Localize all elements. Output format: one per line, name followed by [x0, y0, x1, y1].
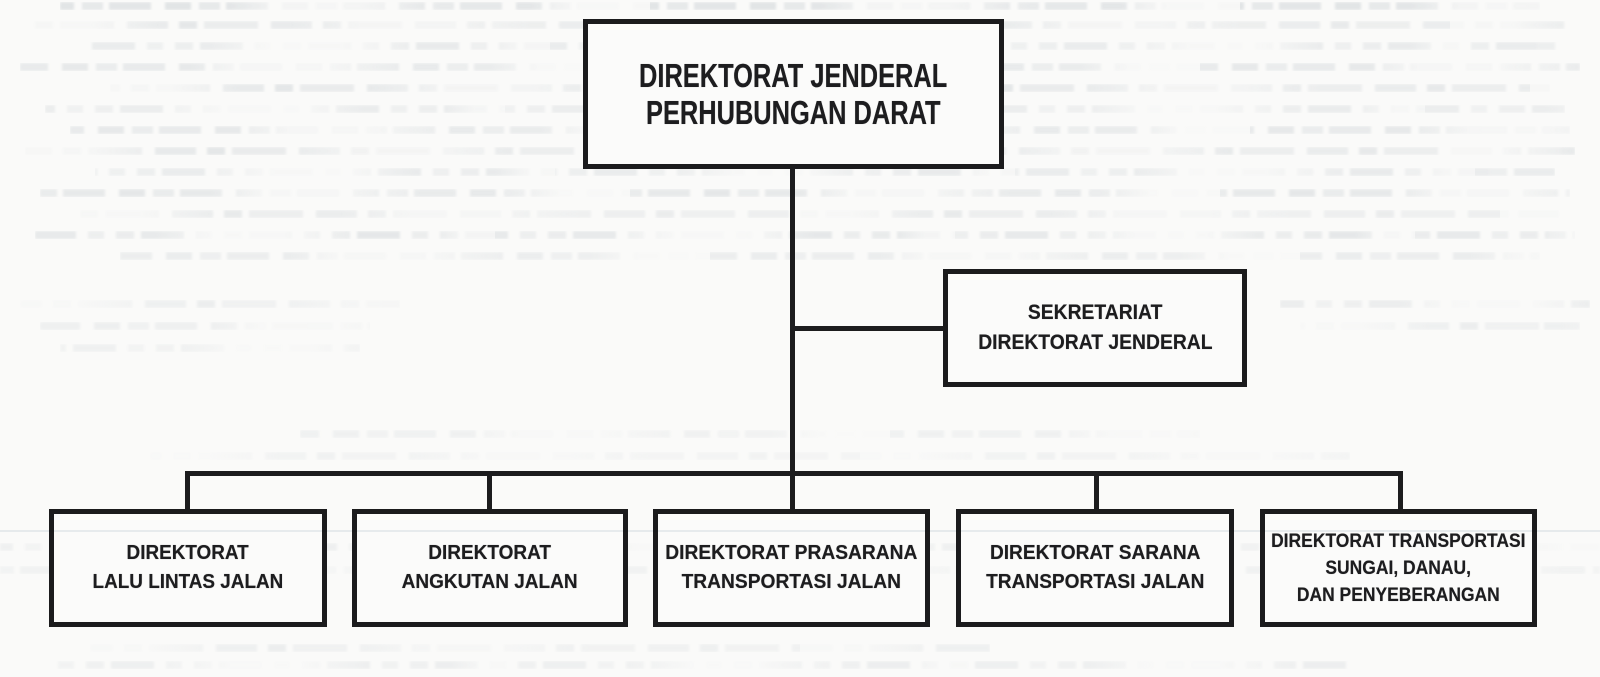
bleed-through-texture	[1300, 322, 1580, 330]
org-node-direktorat-prasarana-transportasi-jalan: DIREKTORAT PRASARANA TRANSPORTASI JALAN	[653, 509, 930, 627]
org-node-label-line: ANGKUTAN JALAN	[402, 571, 578, 593]
connector-drop-d4	[1094, 473, 1099, 510]
org-node-label-line: DAN PENYEBERANGAN	[1296, 584, 1500, 606]
bleed-through-texture	[95, 168, 1555, 176]
org-node-label-line: DIREKTORAT PRASARANA	[665, 542, 918, 564]
org-node-label-line: DIREKTORAT JENDERAL	[977, 331, 1213, 354]
org-node-label-line: LALU LINTAS JALAN	[92, 571, 284, 593]
bleed-through-texture	[150, 452, 1350, 460]
org-node-label-line: SUNGAI, DANAU,	[1325, 557, 1472, 579]
org-node-label-line: PERHUBUNGAN DARAT	[646, 94, 941, 131]
org-node-label-line: TRANSPORTASI JALAN	[681, 571, 902, 593]
org-node-label-line: DIREKTORAT SARANA	[989, 542, 1201, 564]
bleed-through-texture	[40, 189, 1570, 197]
org-node-direktorat-sarana-transportasi-jalan: DIREKTORAT SARANA TRANSPORTASI JALAN	[956, 509, 1234, 627]
org-node-label-line: TRANSPORTASI JALAN	[985, 571, 1205, 593]
bleed-through-texture	[90, 644, 990, 652]
bleed-through-texture	[20, 300, 400, 308]
bleed-through-texture	[1280, 300, 1590, 308]
bleed-through-texture	[40, 322, 370, 330]
org-node-direktorat-jenderal-perhubungan-darat: DIREKTORAT JENDERAL PERHUBUNGAN DARAT	[583, 19, 1004, 169]
bleed-through-texture	[60, 2, 1540, 10]
org-node-direktorat-transportasi-sungai-danau-penyeberangan: DIREKTORAT TRANSPORTASI SUNGAI, DANAU, D…	[1260, 509, 1537, 627]
org-node-label-line: DIREKTORAT TRANSPORTASI	[1271, 530, 1526, 552]
connector-drop-d2	[487, 473, 492, 510]
connector-root-trunk	[790, 169, 795, 510]
bleed-through-texture	[60, 344, 360, 352]
connector-drop-d5	[1398, 471, 1403, 510]
bleed-through-texture	[35, 231, 1575, 239]
bleed-through-texture	[80, 210, 1570, 218]
connector-drop-d1	[185, 471, 190, 510]
bleed-through-texture	[50, 661, 1350, 669]
connector-distributor	[185, 471, 1403, 476]
bleed-through-texture	[120, 252, 1540, 260]
connector-secretariat	[793, 326, 943, 331]
org-node-direktorat-lalu-lintas-jalan: DIREKTORAT LALU LINTAS JALAN	[49, 509, 327, 627]
org-node-sekretariat-direktorat-jenderal: SEKRETARIAT DIREKTORAT JENDERAL	[943, 269, 1247, 387]
org-node-label-line: DIREKTORAT	[428, 542, 552, 564]
org-node-label-line: SEKRETARIAT	[1027, 301, 1163, 324]
bleed-through-texture	[300, 430, 1200, 438]
org-node-label-line: DIREKTORAT JENDERAL	[639, 57, 948, 94]
org-node-direktorat-angkutan-jalan: DIREKTORAT ANGKUTAN JALAN	[352, 509, 628, 627]
org-node-label-line: DIREKTORAT	[126, 542, 250, 564]
